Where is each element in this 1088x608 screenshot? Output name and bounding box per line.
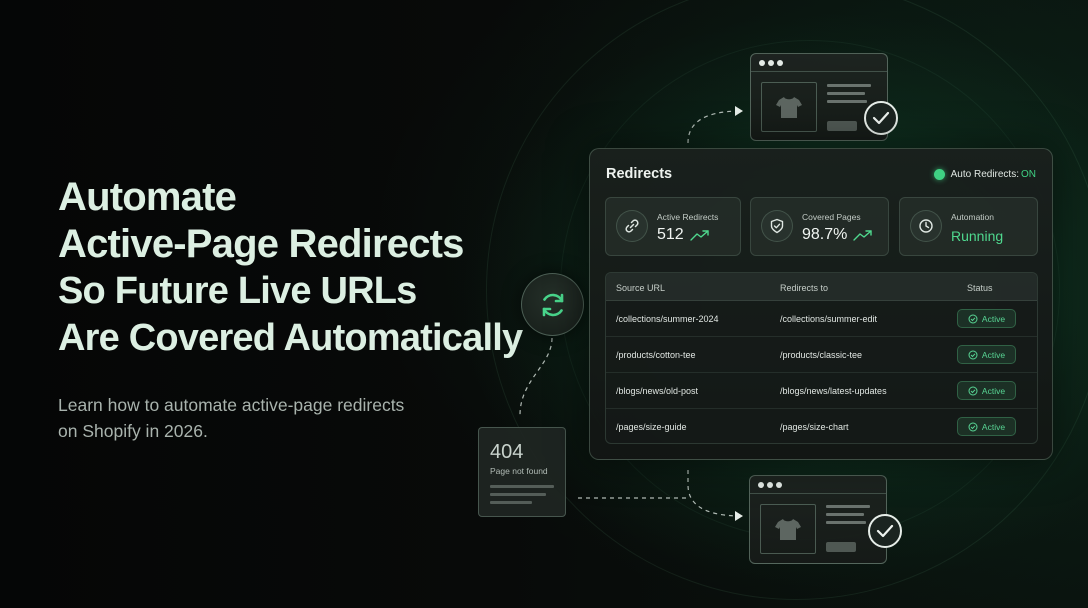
status-badge: Active bbox=[957, 309, 1016, 328]
placeholder-line bbox=[826, 505, 870, 508]
subtext: Learn how to automate active-page redire… bbox=[58, 392, 458, 444]
stat-card-active-redirects: Active Redirects 512 bbox=[605, 197, 741, 256]
auto-redirects-status[interactable]: Auto Redirects: ON bbox=[933, 169, 1036, 180]
placeholder-button bbox=[826, 542, 856, 552]
check-icon bbox=[868, 514, 902, 548]
check-circle-icon bbox=[968, 314, 978, 323]
sync-icon bbox=[542, 293, 563, 316]
link-icon bbox=[616, 210, 648, 242]
trend-up-icon bbox=[853, 229, 873, 241]
source-url: /products/cotton-tee bbox=[616, 350, 696, 360]
placeholder-line bbox=[827, 100, 867, 103]
panel-title: Redirects bbox=[606, 166, 673, 182]
status-text: Active bbox=[981, 313, 1006, 324]
headline-line-3: So Future Live URLs bbox=[58, 270, 417, 312]
auto-redirects-value: ON bbox=[1021, 169, 1036, 180]
tshirt-icon bbox=[775, 519, 801, 540]
live-page-window-top bbox=[750, 53, 888, 141]
window-dot bbox=[758, 482, 764, 488]
stat-label: Covered Pages bbox=[802, 212, 861, 222]
stat-label: Active Redirects bbox=[657, 212, 719, 222]
product-thumbnail bbox=[761, 82, 817, 132]
table-row[interactable]: /products/cotton-tee /products/classic-t… bbox=[606, 337, 1037, 373]
source-url: /pages/size-guide bbox=[616, 422, 687, 432]
window-dot bbox=[777, 60, 783, 66]
stat-label: Automation bbox=[951, 212, 994, 222]
source-url: /blogs/news/old-post bbox=[616, 386, 699, 396]
source-url: /collections/summer-2024 bbox=[616, 314, 719, 324]
check-icon bbox=[864, 101, 898, 135]
headline-line-4: Are Covered Automatically bbox=[58, 317, 523, 359]
stat-card-covered-pages: Covered Pages 98.7% bbox=[750, 197, 889, 256]
live-page-window-bottom bbox=[749, 475, 887, 564]
table-row[interactable]: /pages/size-guide /pages/size-chart Acti… bbox=[606, 409, 1037, 443]
window-title-bar bbox=[751, 54, 887, 72]
placeholder-line bbox=[827, 84, 871, 87]
headline-line-1: Automate bbox=[58, 175, 237, 219]
product-thumbnail bbox=[760, 504, 816, 554]
trend-up-icon bbox=[690, 229, 709, 241]
shield-icon bbox=[761, 210, 793, 242]
target-url: /collections/summer-edit bbox=[780, 314, 878, 324]
auto-redirects-label: Auto Redirects: bbox=[950, 169, 1019, 180]
placeholder-line bbox=[826, 521, 866, 524]
table-row[interactable]: /blogs/news/old-post /blogs/news/latest-… bbox=[606, 373, 1037, 409]
status-badge: Active bbox=[957, 417, 1016, 436]
status-badge: Active bbox=[957, 381, 1016, 400]
column-header-status: Status bbox=[967, 283, 993, 293]
clock-icon bbox=[910, 210, 942, 242]
target-url: /blogs/news/latest-updates bbox=[780, 386, 887, 396]
status-text: Active bbox=[981, 385, 1006, 396]
placeholder-line bbox=[490, 485, 554, 488]
check-circle-icon bbox=[968, 422, 978, 431]
stat-value: 512 bbox=[657, 226, 684, 243]
placeholder-button bbox=[827, 121, 857, 131]
headline-line-2: Active-Page Redirects bbox=[58, 222, 464, 266]
stat-card-automation: Automation Running bbox=[899, 197, 1038, 256]
tshirt-icon bbox=[776, 97, 802, 118]
placeholder-line bbox=[490, 501, 532, 504]
column-header-source: Source URL bbox=[616, 283, 666, 293]
stat-value-wrapper: 98.7% bbox=[802, 226, 873, 244]
error-code: 404 bbox=[490, 441, 524, 463]
stat-value-wrapper: 512 bbox=[657, 226, 710, 244]
column-header-target: Redirects to bbox=[780, 283, 829, 293]
target-url: /pages/size-chart bbox=[780, 422, 849, 432]
stat-value: 98.7% bbox=[802, 226, 848, 243]
not-found-card: 404 Page not found bbox=[478, 427, 566, 517]
placeholder-line bbox=[826, 513, 864, 516]
redirects-table: Source URL Redirects to Status /collecti… bbox=[605, 272, 1038, 444]
window-dot bbox=[776, 482, 782, 488]
check-circle-icon bbox=[968, 386, 978, 395]
status-text: Active bbox=[981, 349, 1006, 360]
check-circle-icon bbox=[968, 350, 978, 359]
status-text: Active bbox=[981, 421, 1006, 432]
table-row[interactable]: /collections/summer-2024 /collections/su… bbox=[606, 301, 1037, 337]
sync-button[interactable] bbox=[521, 273, 584, 336]
status-dot-icon bbox=[933, 169, 945, 180]
placeholder-line bbox=[827, 92, 865, 95]
stat-value: Running bbox=[951, 228, 1004, 244]
subtext-line-1: Learn how to automate active-page redire… bbox=[58, 395, 405, 415]
target-url: /products/classic-tee bbox=[780, 350, 863, 360]
window-dot bbox=[767, 482, 773, 488]
redirects-panel: Redirects Auto Redirects: ON Active Redi… bbox=[589, 148, 1053, 460]
window-dot bbox=[768, 60, 774, 66]
window-title-bar bbox=[750, 476, 886, 494]
headline: Automate Active-Page Redirects So Future… bbox=[58, 174, 528, 362]
subtext-line-2: on Shopify in 2026. bbox=[58, 421, 208, 441]
status-badge: Active bbox=[957, 345, 1016, 364]
placeholder-line bbox=[490, 493, 546, 496]
orbit-ring-outer bbox=[486, 0, 1088, 600]
error-text: Page not found bbox=[490, 466, 548, 476]
table-header: Source URL Redirects to Status bbox=[606, 273, 1037, 301]
window-dot bbox=[759, 60, 765, 66]
